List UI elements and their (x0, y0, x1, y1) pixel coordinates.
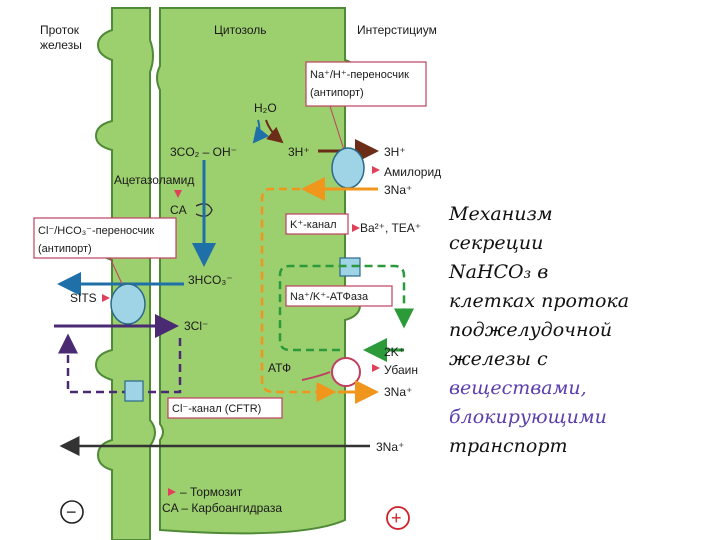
duct-label-2: железы (40, 38, 82, 52)
plus-charge-icon (386, 506, 410, 530)
water-label: H₂O (254, 101, 277, 115)
na-out-label: 3Na⁺ (384, 385, 412, 399)
na-in-label: 3Na⁺ (384, 183, 412, 197)
na-para-label: 3Na⁺ (376, 440, 404, 454)
caption-line: блокирующими (449, 406, 607, 428)
legend-ca-label: CA – Карбоангидраза (162, 501, 282, 515)
na-h-pointer (329, 105, 345, 151)
amiloride-label: Амилорид (384, 165, 441, 179)
cl-label: 3Cl⁻ (184, 319, 208, 333)
k-recycle-path (278, 264, 414, 352)
caption-line: NaHCO₃ в (449, 261, 549, 283)
acetazolamide-inhibitor-icon (174, 190, 182, 198)
na-h-exchanger-label-1: Na⁺/H⁺-переносчик (310, 69, 409, 81)
minus-charge-label: − (66, 502, 77, 522)
sits-label: SITS (70, 291, 97, 305)
left-cell-strip (94, 7, 156, 540)
na-k-atpase-box (285, 285, 393, 307)
na-k-pump-icon (331, 357, 361, 387)
legend-inhibitor-icon (168, 488, 176, 496)
caption-line: секреции (449, 232, 544, 254)
cl-hco3-exchanger-box (33, 217, 177, 259)
caption: Механизм секреции NaHCO₃ в клетках прото… (449, 200, 714, 461)
na-recycle-path (260, 187, 337, 402)
sits-inhibitor-icon (102, 294, 110, 302)
cl-hco3-pointer (109, 257, 125, 289)
cftr-box (167, 397, 283, 419)
cl-hco3-exchanger-label-2: (антипорт) (38, 243, 92, 255)
cl-hco3-exchanger-label-1: Cl⁻/HCO₃⁻-переносчик (38, 225, 154, 237)
caption-line: железы с (449, 348, 548, 370)
ouabain-inhibitor-icon (372, 364, 380, 372)
acetazolamide-label: Ацетазоламид (114, 173, 194, 187)
cytosol-label: Цитозоль (214, 23, 267, 37)
caption-line: веществами, (449, 377, 587, 399)
na-k-atpase-label: Na⁺/K⁺-АТФаза (290, 291, 369, 303)
interstitium-label: Интерстициум (357, 23, 437, 37)
water-to-h-arrow (265, 119, 284, 144)
k-channel-label: K⁺-канал (290, 219, 337, 231)
amiloride-inhibitor-icon (372, 166, 380, 174)
plus-charge-label: + (391, 508, 402, 528)
caption-line: клетках протока (449, 290, 630, 312)
na-h-exchanger-protein (331, 147, 365, 189)
cftr-channel-icon (124, 380, 144, 402)
ca-label: CA (170, 203, 187, 217)
k-blocker-inhibitor-icon (352, 224, 360, 232)
k-blockers-label: Ba²⁺, TEA⁺ (360, 221, 421, 235)
hco3-label: 3HCO₃⁻ (188, 273, 233, 287)
minus-charge-icon (60, 500, 84, 524)
ouabain-label: Убаин (384, 363, 418, 377)
na-h-exchanger-box (305, 61, 427, 107)
water-to-oh-arrow (252, 119, 269, 144)
legend-inhibitor-label: – Тормозит (180, 485, 243, 499)
na-h-exchanger-label-2: (антипорт) (310, 87, 364, 99)
h-plus-label: 3H⁺ (288, 145, 310, 159)
h-out-label: 3H⁺ (384, 145, 406, 159)
k-channel-box (285, 213, 349, 235)
cftr-label: Cl⁻-канал (CFTR) (172, 403, 261, 415)
duct-label-1: Проток (40, 23, 80, 37)
ca-cycle-icon (195, 203, 213, 217)
caption-line: транспорт (449, 435, 568, 457)
caption-line: Механизм (449, 203, 553, 225)
cl-recycle-path (58, 333, 182, 394)
co2-oh-label: 3CO₂ – OH⁻ (170, 145, 237, 159)
caption-line: поджелудочной (449, 319, 613, 341)
k2-label: 2K⁺ (384, 345, 405, 359)
atp-arrow (301, 371, 331, 381)
cl-hco3-exchanger-protein (110, 283, 146, 325)
atp-label: АТФ (268, 361, 291, 375)
